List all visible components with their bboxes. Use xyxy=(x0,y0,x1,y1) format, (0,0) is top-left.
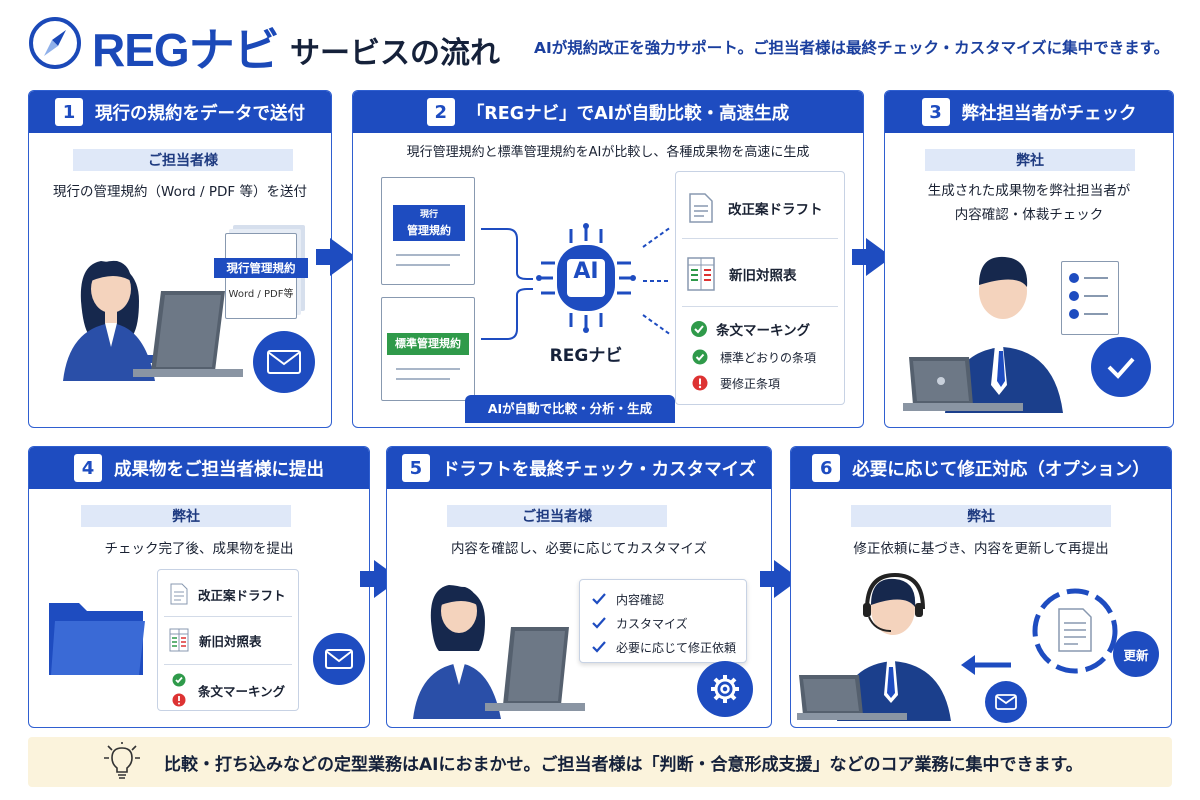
output-item-comparison: 新旧対照表 xyxy=(676,244,844,304)
checklist-icon xyxy=(1061,261,1119,335)
step-6-card: 6 必要に応じて修正対応（オプション） 弊社 修正依頼に基づき、内容を更新して再… xyxy=(790,446,1172,728)
document-icon xyxy=(170,583,188,605)
return-arrow-icon xyxy=(961,655,1011,675)
green-check-icon xyxy=(172,673,186,687)
step-description-line-2: 内容確認・体裁チェック xyxy=(954,207,1104,223)
step-description: チェック完了後、成果物を提出 xyxy=(104,541,294,557)
check-icon xyxy=(592,593,606,605)
document-label: 現行管理規約 xyxy=(214,258,308,278)
input-connectors xyxy=(481,228,533,340)
step-2-header: 2 「REGナビ」でAIが自動比較・高速生成 xyxy=(353,91,863,133)
folder-icon xyxy=(49,603,145,675)
check-icon xyxy=(592,641,606,653)
document-format: Word / PDF等 xyxy=(228,289,294,300)
red-alert-icon xyxy=(172,693,186,707)
step-1-header: 1 現行の規約をデータで送付 xyxy=(29,91,331,133)
step-number: 1 xyxy=(55,98,83,126)
action-checklist: 内容確認 カスタマイズ 必要に応じて修正依頼 xyxy=(579,579,747,663)
ai-badge: AIが自動で比較・分析・生成 xyxy=(465,395,675,423)
mail-icon xyxy=(253,331,315,393)
current-rules-label: 現行 管理規約 xyxy=(393,205,465,241)
actor-label: ご担当者様 xyxy=(73,149,293,171)
step-description: 内容を確認し、必要に応じてカスタマイズ xyxy=(450,541,708,557)
actor-label: ご担当者様 xyxy=(447,505,667,527)
step-title: 弊社担当者がチェック xyxy=(961,103,1137,124)
flow-arrow xyxy=(316,238,356,276)
step-description-line-1: 生成された成果物を弊社担当者が xyxy=(927,183,1131,199)
lightbulb-icon xyxy=(104,742,140,779)
person-at-laptop-illustration xyxy=(63,260,243,381)
deliverables-list: 改正案ドラフト 新旧対照表 条文マーキング xyxy=(157,569,299,711)
actor-label: 弊社 xyxy=(925,149,1135,171)
step-title: 「REGナビ」でAIが自動比較・高速生成 xyxy=(466,103,790,124)
step-1-card: 1 現行の規約をデータで送付 ご担当者様 現行の管理規約（Word / PDF … xyxy=(28,90,332,428)
step-3-header: 3 弊社担当者がチェック xyxy=(885,91,1173,133)
mark-standard: 標準どおりの条項 xyxy=(676,346,844,368)
output-item-draft: 改正案ドラフト xyxy=(676,180,844,236)
comparison-table-icon xyxy=(169,628,189,652)
step-description: 修正依頼に基づき、内容を更新して再提出 xyxy=(853,541,1109,557)
step-title: 現行の規約をデータで送付 xyxy=(95,103,305,124)
checkmark-icon xyxy=(1091,337,1151,397)
check-item: カスタマイズ xyxy=(580,612,746,634)
refresh-check-icon xyxy=(691,321,707,337)
output-item-marking: 条文マーキング xyxy=(676,318,844,340)
step-3-card: 3 弊社担当者がチェック 弊社 生成された成果物を弊社担当者が 内容確認・体裁チ… xyxy=(884,90,1174,428)
mail-icon xyxy=(313,633,365,685)
green-check-icon xyxy=(692,349,708,365)
staff-at-laptop-illustration xyxy=(903,256,1063,413)
step-title: 成果物をご担当者様に提出 xyxy=(114,459,324,480)
document-icon xyxy=(689,193,713,223)
step-5-header: 5 ドラフトを最終チェック・カスタマイズ xyxy=(387,447,771,489)
compass-logo-icon xyxy=(29,17,81,69)
ai-label: AI xyxy=(573,259,599,284)
page-title: サービスの流れ xyxy=(290,36,500,71)
step-4-header: 4 成果物をご担当者様に提出 xyxy=(29,447,369,489)
deliverable-draft: 改正案ドラフト xyxy=(158,576,298,612)
check-item: 必要に応じて修正依頼 xyxy=(580,636,746,658)
step-number: 5 xyxy=(401,454,430,482)
gear-icon xyxy=(697,661,753,717)
step-4-card: 4 成果物をご担当者様に提出 弊社 チェック完了後、成果物を提出 改正案ドラフト… xyxy=(28,446,370,728)
deliverable-comparison: 新旧対照表 xyxy=(158,620,298,660)
actor-label: 弊社 xyxy=(851,505,1111,527)
actor-label: 弊社 xyxy=(81,505,291,527)
output-arrows xyxy=(642,226,672,336)
footer-message: 比較・打ち込みなどの定型業務はAIにおまかせ。ご担当者様は「判断・合意形成支援」… xyxy=(164,754,1083,775)
step-number: 4 xyxy=(74,454,102,482)
step-title: ドラフトを最終チェック・カスタマイズ xyxy=(441,459,757,480)
check-icon xyxy=(592,617,606,629)
page-subtitle: AIが規約改正を強力サポート。ご担当者様は最終チェック・カスタマイズに集中できま… xyxy=(534,39,1170,57)
step-5-card: 5 ドラフトを最終チェック・カスタマイズ ご担当者様 内容を確認し、必要に応じて… xyxy=(386,446,772,728)
engine-label: REGナビ xyxy=(549,346,623,366)
red-alert-icon xyxy=(692,375,708,391)
step-number: 2 xyxy=(426,98,455,126)
output-list: 改正案ドラフト 新旧対照表 条文マーキング 標準どおりの条項 要修正条項 xyxy=(675,171,845,405)
step-title: 必要に応じて修正対応（オプション） xyxy=(852,459,1150,480)
step-number: 6 xyxy=(812,454,841,482)
brand-logo: REGナビ xyxy=(92,24,280,76)
step-description: 現行の管理規約（Word / PDF 等）を送付 xyxy=(53,184,307,200)
person-at-laptop-illustration xyxy=(413,585,585,719)
refresh-cycle-icon xyxy=(1032,588,1118,674)
mail-icon xyxy=(985,681,1027,723)
step-description: 現行管理規約と標準管理規約をAIが比較し、各種成果物を高速に生成 xyxy=(406,145,810,160)
ai-brain-icon xyxy=(536,223,636,333)
step-number: 3 xyxy=(921,98,950,126)
support-staff-illustration xyxy=(797,572,951,721)
deliverable-marking: 条文マーキング xyxy=(158,670,298,710)
step-6-header: 6 必要に応じて修正対応（オプション） xyxy=(791,447,1171,489)
check-item: 内容確認 xyxy=(580,588,746,610)
mark-needs-fix: 要修正条項 xyxy=(676,372,844,394)
comparison-table-icon xyxy=(687,257,715,291)
standard-rules-label: 標準管理規約 xyxy=(387,333,469,355)
footer-banner: 比較・打ち込みなどの定型業務はAIにおまかせ。ご担当者様は「判断・合意形成支援」… xyxy=(28,737,1172,787)
step-2-card: 2 「REGナビ」でAIが自動比較・高速生成 現行管理規約と標準管理規約をAIが… xyxy=(352,90,864,428)
update-badge: 更新 xyxy=(1113,631,1159,677)
